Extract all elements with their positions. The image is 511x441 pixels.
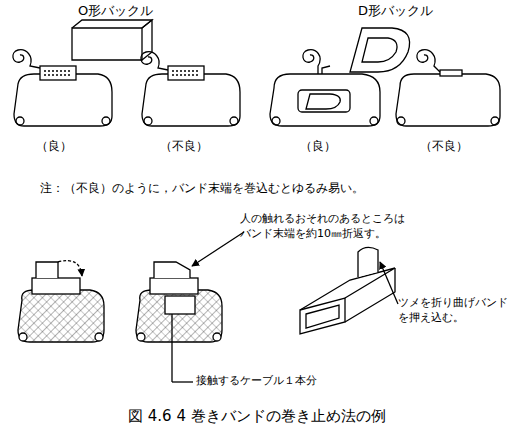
verdict: （良） — [300, 138, 336, 154]
o-buckle-bad — [141, 52, 240, 126]
cable-bundle — [136, 290, 222, 342]
d-buckle-good — [270, 50, 380, 126]
cable-end — [213, 333, 221, 341]
buckle-name: O形バックル — [78, 2, 153, 20]
band-spiral — [13, 50, 40, 68]
cable-end — [397, 117, 405, 125]
buckle — [440, 70, 462, 76]
o-buckle-good — [13, 50, 112, 126]
buckle-name: D形バックル — [358, 2, 433, 20]
d-buckle-icon — [350, 28, 410, 72]
callout: 接触するケーブル１本分 — [196, 374, 317, 389]
band-end — [154, 262, 190, 278]
cable-end — [16, 117, 24, 125]
buckle-top — [72, 20, 152, 28]
folded-band-1 — [18, 261, 104, 342]
cable-end — [19, 333, 27, 341]
leader-line — [380, 262, 398, 304]
cable-bundle — [18, 290, 104, 342]
callout: ツメを折り曲げバンド を押え込む。 — [398, 296, 510, 326]
band-end — [36, 262, 58, 278]
buckle — [298, 90, 350, 112]
buckle-top — [300, 268, 395, 310]
buckle-side — [345, 268, 395, 322]
o-buckle-icon — [72, 20, 152, 60]
cable-bundle — [14, 74, 112, 126]
buckle-opening — [306, 305, 339, 328]
fold-arrow — [58, 261, 82, 276]
folded-band-2 — [136, 232, 244, 382]
verdict: （不良） — [420, 138, 468, 154]
band-line — [172, 74, 200, 75]
callout: 人の触れるおそれのあるところは バンド末端を約10㎜折返す。 — [240, 212, 418, 242]
cable-end — [272, 117, 280, 125]
d-buckle — [306, 94, 340, 109]
cable-bundle — [270, 74, 380, 126]
drawing — [13, 20, 500, 382]
buckle-front — [300, 298, 345, 334]
verdict: （不良） — [160, 138, 208, 154]
cable-end — [95, 333, 103, 341]
d-buckle-bad — [396, 50, 500, 126]
verdict: （良） — [36, 138, 72, 154]
band-line — [44, 74, 72, 75]
band-line — [172, 70, 200, 71]
band-spiral — [141, 52, 168, 70]
bracket-line — [171, 314, 172, 382]
buckle-with-tab — [300, 247, 398, 334]
band-spiral — [303, 50, 320, 74]
leader-line — [192, 232, 244, 266]
cable-end — [230, 117, 238, 125]
cable-end — [144, 117, 152, 125]
tab — [358, 247, 378, 277]
cable-end — [491, 117, 499, 125]
band-end — [322, 66, 330, 74]
buckle — [150, 278, 198, 294]
buckle — [32, 278, 80, 294]
buckle — [40, 66, 76, 80]
cable-end — [370, 117, 378, 125]
buckle — [168, 66, 204, 80]
contact-cable — [165, 296, 195, 314]
buckle-side — [142, 20, 152, 60]
band-spiral — [417, 50, 440, 72]
cable-bundle — [396, 74, 500, 126]
cable-end — [102, 117, 110, 125]
cable-bundle — [142, 74, 240, 126]
bracket-line — [172, 381, 193, 382]
caption: 図 4.6 4 巻きバンドの巻き止め法の例 — [128, 406, 386, 426]
buckle-face — [72, 28, 142, 60]
cable-end — [137, 333, 145, 341]
note: 注：（不良）のように，バンド末端を巻込むとゆるみ易い。 — [40, 180, 364, 196]
band-line — [44, 70, 72, 71]
